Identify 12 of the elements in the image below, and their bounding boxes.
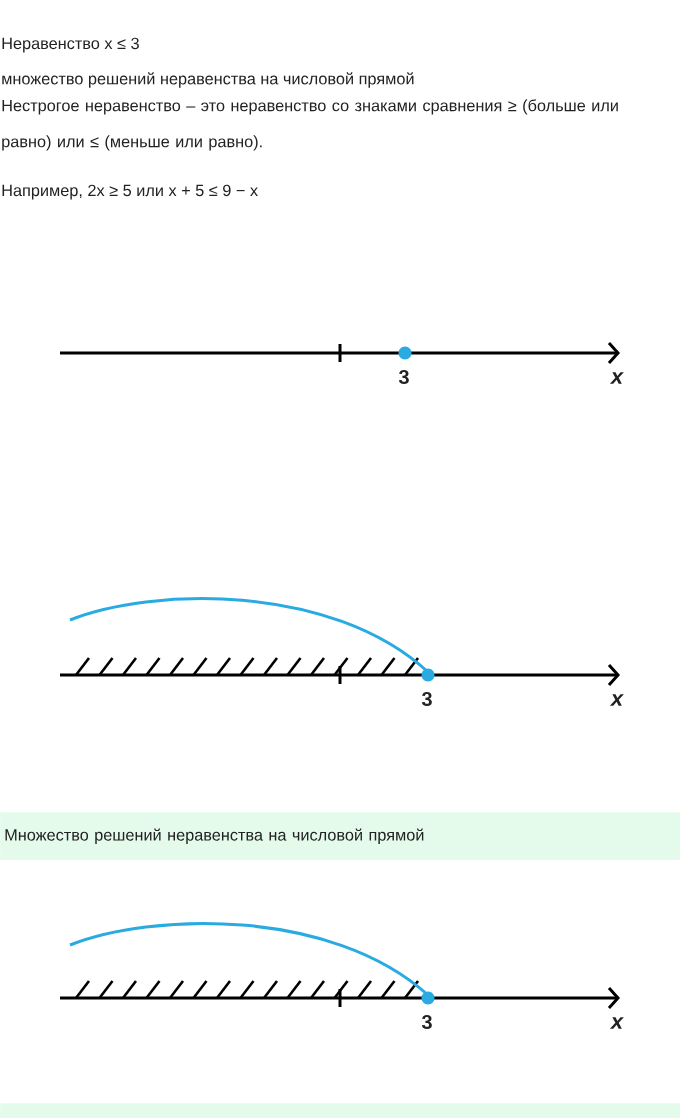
tick-label: 3 [398,369,409,385]
band: Множество решений неравенства на числовой прямой [0,812,680,861]
axis-label: x [609,372,624,384]
tick-label: 3 [421,1014,432,1030]
text-line: множество решений неравенства на числовой прямой [2,72,414,88]
text-line: Неравенство x ≤ 3 [2,37,139,53]
paragraph: Нестрогое неравенство – это неравенство со знаками сравнения ≥ (больше или равно) или ≤ (меньше или равно). [2,99,618,151]
tick-label: 3 [421,691,432,707]
band [0,1103,680,1118]
axis-label: x [609,694,624,706]
axis-label: x [609,1017,624,1029]
text-line: Например, 2x ≥ 5 или x + 5 ≤ 9 − x [2,184,258,200]
